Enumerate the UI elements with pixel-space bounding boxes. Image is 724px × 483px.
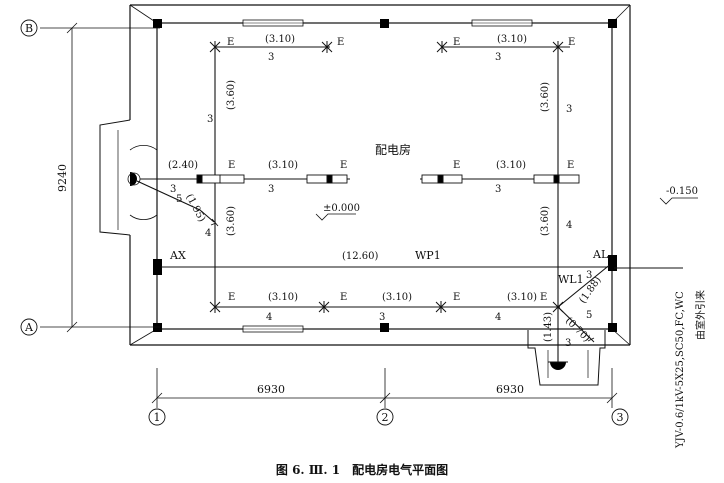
run-length: (3.60) xyxy=(540,206,551,236)
lamp-mark: E xyxy=(340,160,347,171)
run-length: (3.10) xyxy=(265,34,295,45)
entrance-porch xyxy=(99,119,158,236)
axis-labels: B A 1 2 3 xyxy=(24,22,623,424)
conductor-count: 3 xyxy=(495,184,501,195)
conductor-count: 3 xyxy=(495,52,501,63)
entrance-light-icon xyxy=(130,172,137,186)
lamp-mark: E xyxy=(453,37,460,48)
conductor-count: 4 xyxy=(495,312,501,323)
axis-bubble-2 xyxy=(376,408,394,426)
axis-label-b: B xyxy=(25,22,33,35)
elevation-outdoor: -0.150 xyxy=(666,186,698,197)
run-length: (12.60) xyxy=(342,251,379,262)
incoming-cable: YJV-0.6/1kV-5X25,SC50,FC,WC 由室外引来 xyxy=(675,290,707,449)
lamp-mark: E xyxy=(453,292,460,303)
axis-bubble-a xyxy=(20,318,38,336)
lamp-marks: E E E E E E E E E E E E xyxy=(227,37,575,303)
run-length: (1.43) xyxy=(543,312,554,342)
run-length: (1.95) xyxy=(183,192,207,224)
axis-label-2: 2 xyxy=(382,411,389,424)
cable-spec: YJV-0.6/1kV-5X25,SC50,FC,WC xyxy=(675,291,686,449)
run-length: (3.60) xyxy=(226,80,237,110)
exit-light-icon xyxy=(550,362,566,370)
run-length: (2.40) xyxy=(168,160,198,171)
conductor-count: 3 xyxy=(565,338,571,349)
run-length: (3.10) xyxy=(496,160,526,171)
exit-switch-icon xyxy=(585,333,595,343)
fluorescent-lamps xyxy=(196,174,580,184)
lamp-mark: E xyxy=(228,292,235,303)
depth-dimension: 9240 xyxy=(56,164,69,192)
elevation-floor: ±0.000 xyxy=(323,203,360,214)
axis-label-1: 1 xyxy=(154,411,161,424)
axis-bubbles xyxy=(20,19,629,426)
conductor-count: 3 xyxy=(207,114,213,125)
elevation-outdoor-mark xyxy=(659,197,698,205)
bay-left-dimension: 6930 xyxy=(257,383,285,396)
run-length: (3.10) xyxy=(507,292,537,303)
fixtures xyxy=(127,172,698,370)
conductor-count: 4 xyxy=(266,312,272,323)
panel-ax-icon xyxy=(156,260,161,274)
conductor-count: 3 xyxy=(566,104,572,115)
conductor-count: 5 xyxy=(586,310,592,321)
run-length: (3.60) xyxy=(540,82,551,112)
run-length: (3.10) xyxy=(382,292,412,303)
conductor-count: 3 xyxy=(170,184,176,195)
axis-bubble-3 xyxy=(611,408,629,426)
panel-al-label: AL xyxy=(592,248,609,261)
elevation-floor-mark xyxy=(315,213,356,221)
ceiling-lights xyxy=(209,41,564,313)
axis-bubble-b xyxy=(20,19,38,37)
switch-icon xyxy=(210,218,219,227)
axis-label-a: A xyxy=(24,321,34,334)
panel-al-icon xyxy=(609,256,614,270)
room-and-panel-labels: 配电房 ±0.000 -0.150 AX AL WP1 WL1 xyxy=(169,142,698,286)
figure-caption: 图 6. Ⅲ. 1 配电房电气平面图 xyxy=(276,462,448,477)
bay-right-dimension: 6930 xyxy=(496,383,524,396)
ceiling-light-icon xyxy=(552,301,564,313)
dimension-lines xyxy=(40,22,618,408)
run-length: (3.10) xyxy=(268,160,298,171)
conductor-counts: 3 3 3 3 3 5 3 4 3 4 4 3 4 3 5 3 xyxy=(170,52,592,349)
ceiling-light-icon xyxy=(318,301,330,313)
entrance-light-ring xyxy=(127,172,141,186)
circuit-wl1-label: WL1 xyxy=(558,273,584,286)
panel-wp1-label: WP1 xyxy=(415,249,441,262)
run-length: (3.10) xyxy=(268,292,298,303)
lamp-mark: E xyxy=(540,292,547,303)
exit-porch xyxy=(527,330,606,386)
conductor-count: 4 xyxy=(205,228,211,239)
lamp-mark: E xyxy=(453,160,460,171)
dimension-texts: 9240 6930 6930 xyxy=(56,164,524,396)
ceiling-light-icon xyxy=(552,41,564,53)
conductor-count: 3 xyxy=(268,184,274,195)
lamp-mark: E xyxy=(567,160,574,171)
axis-bubble-1 xyxy=(148,408,166,426)
ceiling-light-icon xyxy=(435,301,447,313)
run-length: (3.10) xyxy=(497,34,527,45)
ceiling-light-icon xyxy=(436,41,448,53)
conductor-count: 3 xyxy=(268,52,274,63)
ceiling-light-icon xyxy=(209,301,221,313)
conductor-count: 5 xyxy=(176,194,182,205)
lamp-mark: E xyxy=(227,37,234,48)
conductor-count: 3 xyxy=(586,270,592,281)
panel-ax-label: AX xyxy=(169,249,186,262)
room-name: 配电房 xyxy=(375,142,411,157)
lamp-mark: E xyxy=(340,292,347,303)
wiring xyxy=(136,46,683,362)
lamp-mark: E xyxy=(568,37,575,48)
conductor-count: 3 xyxy=(379,312,385,323)
windows xyxy=(242,19,533,333)
run-length: (3.60) xyxy=(226,206,237,236)
cable-note: 由室外引来 xyxy=(694,290,707,340)
lamp-mark: E xyxy=(337,37,344,48)
ceiling-light-icon xyxy=(321,41,333,53)
axis-label-3: 3 xyxy=(617,411,624,424)
lamp-mark: E xyxy=(228,160,235,171)
conductor-count: 4 xyxy=(566,220,572,231)
ceiling-light-icon xyxy=(209,41,221,53)
